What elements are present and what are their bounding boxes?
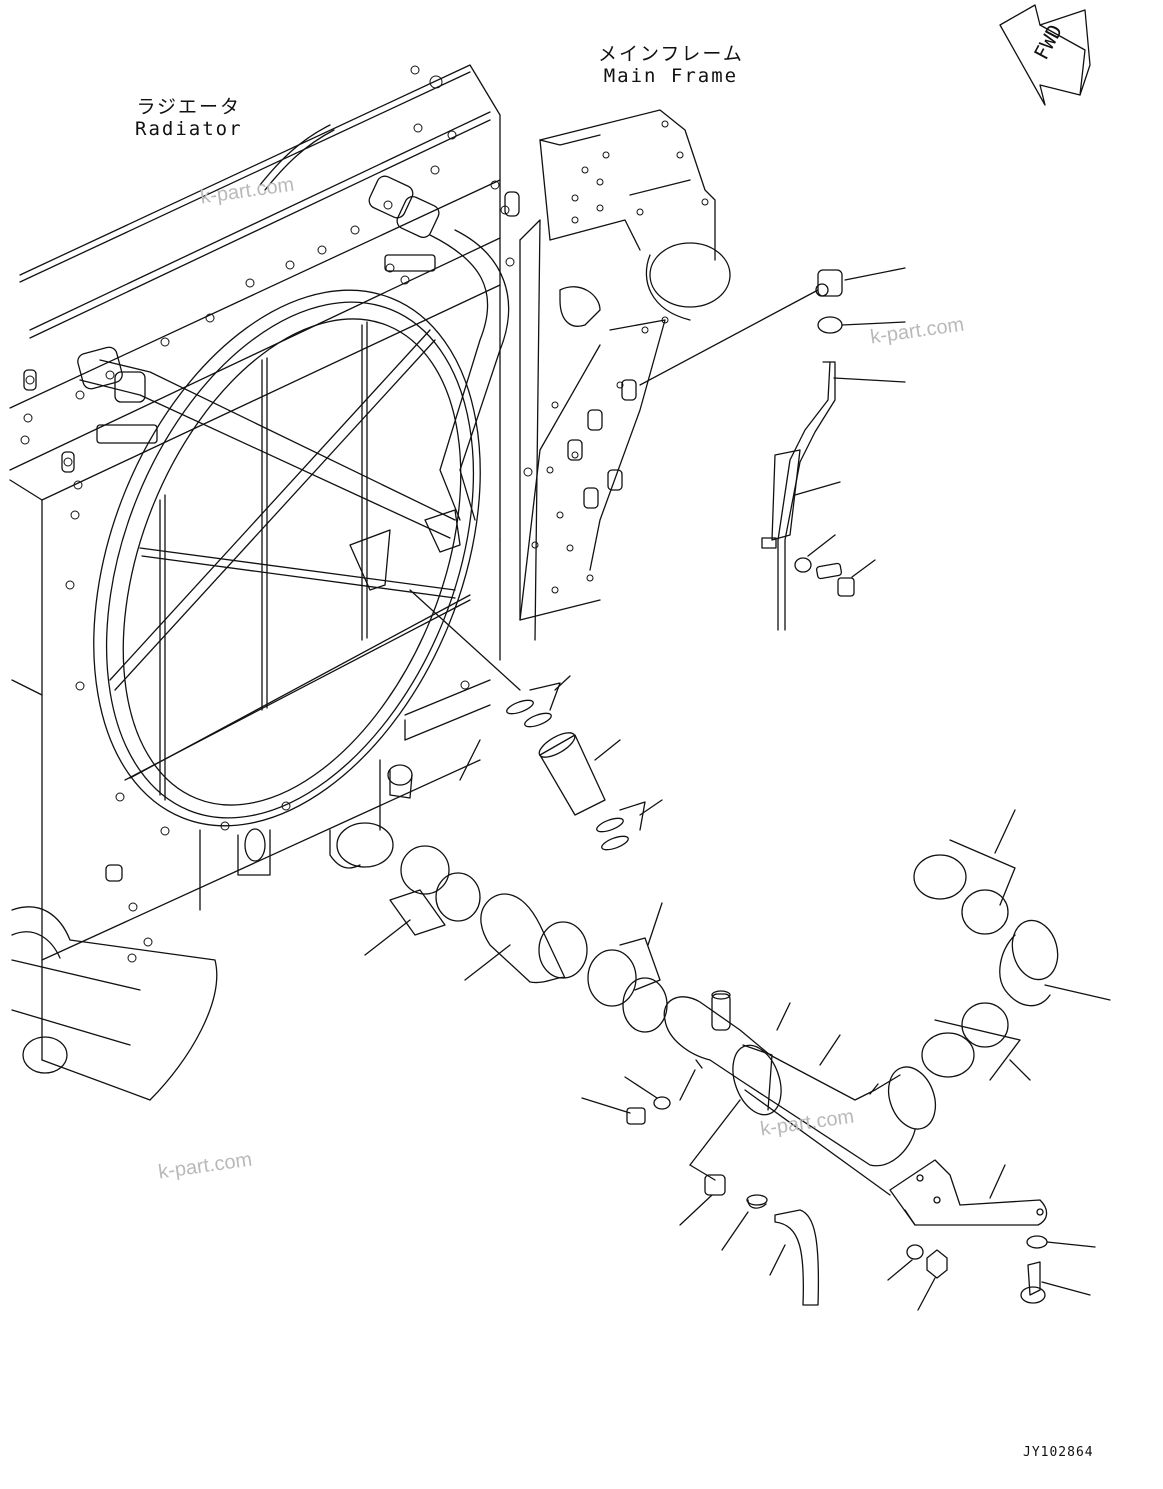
radiator-label: ラジエータ Radiator [135,96,243,140]
pipe-hardware [581,1069,820,1306]
upper-coolant-pipe [77,124,510,591]
main-frame-label-en: Main Frame [603,65,739,87]
lower-duct [11,906,218,1101]
main-frame-label-jp: メインフレーム [598,43,744,65]
middle-hose-clamps [409,589,663,851]
pipe-bracket [744,1089,1096,1311]
main-frame [519,109,731,641]
fwd-arrow-icon [999,4,1091,106]
sensor-fitting [639,267,906,386]
hose-clamp-small [817,316,906,334]
radiator-label-jp: ラジエータ [136,96,242,118]
drawing-code: JY102864 [1023,1445,1094,1460]
radiator-body [9,64,533,1101]
radiator-label-en: Radiator [135,118,243,140]
fan-shroud-ring [93,289,481,827]
upper-right-clamps [913,809,1111,1081]
lower-hose-assembly [364,845,668,1033]
coolant-pipe [663,990,937,1167]
radiator-outlet [237,764,413,876]
main-frame-label: メインフレーム Main Frame [598,43,744,87]
breather-tube [761,361,906,631]
